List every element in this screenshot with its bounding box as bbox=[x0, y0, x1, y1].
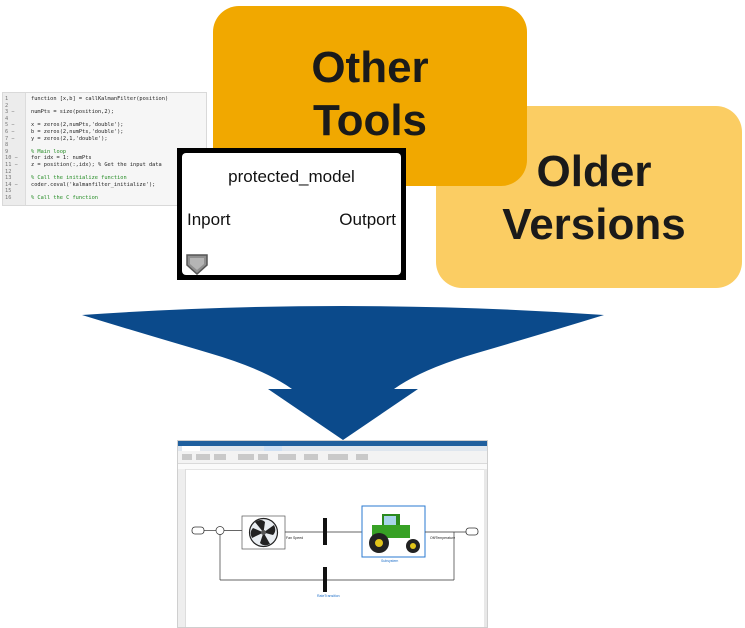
subsystem-label: Subsystem bbox=[381, 559, 399, 563]
ribbon-toolbar bbox=[178, 451, 487, 464]
protected-model-title: protected_model bbox=[228, 167, 355, 186]
other-tools-line2: Tools bbox=[312, 95, 428, 145]
code-line: 12 bbox=[3, 168, 206, 176]
line-number: 2 bbox=[5, 102, 9, 109]
code-editor-screenshot: 1 function [x,b] = callKalmanFilter(posit… bbox=[2, 92, 207, 206]
vertical-scrollbar[interactable] bbox=[484, 469, 487, 627]
code-line: 9 % Main loop bbox=[3, 148, 206, 156]
ribbon-button[interactable] bbox=[196, 454, 210, 460]
ribbon-button[interactable] bbox=[278, 454, 296, 460]
code-text[interactable]: y = zeros(2,1,'double'); bbox=[31, 135, 108, 142]
model-inport[interactable] bbox=[191, 526, 205, 535]
sum-block[interactable] bbox=[215, 526, 225, 535]
model-outport[interactable] bbox=[465, 527, 479, 536]
rate-transition-label: RateTransition bbox=[317, 594, 340, 598]
code-text[interactable]: coder.ceval('kalmanfilter_initialize'); bbox=[31, 181, 156, 188]
line-number: 15 bbox=[5, 188, 12, 195]
code-text[interactable]: function [x,b] = callKalmanFilter(positi… bbox=[31, 96, 169, 102]
left-palette bbox=[178, 469, 186, 627]
address-bar[interactable] bbox=[178, 464, 487, 470]
inport-label: Inport bbox=[187, 210, 231, 229]
line-number: 12 bbox=[5, 168, 12, 175]
code-text[interactable]: z = position(:,idx); % Get the input dat… bbox=[31, 162, 162, 168]
ribbon-button[interactable] bbox=[328, 454, 348, 460]
tab-simulation[interactable] bbox=[182, 446, 200, 451]
rate-transition-block-2[interactable] bbox=[323, 567, 327, 592]
ribbon-button[interactable] bbox=[304, 454, 318, 460]
code-line: 7 − y = zeros(2,1,'double'); bbox=[3, 135, 206, 143]
line-number: 7 − bbox=[5, 135, 15, 142]
line-number: 1 bbox=[5, 96, 9, 102]
line-number: 4 bbox=[5, 115, 9, 122]
line-number: 14 − bbox=[5, 181, 18, 188]
code-line: 10 − for idx = 1: numPts bbox=[3, 154, 206, 162]
line-number: 11 − bbox=[5, 162, 18, 168]
line-number: 16 bbox=[5, 195, 12, 201]
ribbon-button[interactable] bbox=[182, 454, 192, 460]
line-number: 8 bbox=[5, 142, 9, 149]
ribbon-button[interactable] bbox=[214, 454, 226, 460]
code-line: 15 bbox=[3, 187, 206, 195]
code-text[interactable]: x = zeros(2,numPts,'double'); bbox=[31, 122, 124, 129]
code-text[interactable]: for idx = 1: numPts bbox=[31, 155, 92, 162]
tab-active[interactable] bbox=[264, 446, 282, 451]
code-line: 16 % Call the C function bbox=[3, 194, 206, 202]
code-line: 4 bbox=[3, 115, 206, 123]
code-text[interactable]: % Call the C function bbox=[31, 195, 98, 201]
ribbon-tabs bbox=[178, 446, 487, 451]
line-number-gutter bbox=[3, 93, 26, 205]
older-versions-label: Older Versions bbox=[446, 146, 742, 252]
shield-icon bbox=[186, 254, 208, 275]
code-text[interactable]: b = zeros(2,numPts,'double'); bbox=[31, 129, 124, 135]
line-number: 10 − bbox=[5, 155, 18, 162]
code-line: 8 bbox=[3, 141, 206, 149]
ribbon-button[interactable] bbox=[238, 454, 254, 460]
code-line: 13 % Call the initialize function bbox=[3, 174, 206, 182]
outport-label: Outport bbox=[339, 210, 396, 229]
code-line: 11 − z = position(:,idx); % Get the inpu… bbox=[3, 161, 206, 169]
code-text[interactable]: % Call the initialize function bbox=[31, 175, 127, 182]
ribbon-button[interactable] bbox=[258, 454, 268, 460]
code-text[interactable]: numPts = size(position,2); bbox=[31, 109, 114, 116]
fan-speed-label: Fan Speed bbox=[286, 536, 304, 540]
line-number: 6 − bbox=[5, 129, 15, 135]
ribbon-button[interactable] bbox=[356, 454, 368, 460]
line-number: 13 bbox=[5, 175, 12, 182]
other-tools-line1: Other bbox=[311, 43, 429, 92]
code-line: 6 − b = zeros(2,numPts,'double'); bbox=[3, 128, 206, 136]
protected-model-body: protected_model Inport Outport bbox=[182, 153, 401, 275]
code-line: 2 bbox=[3, 102, 206, 110]
output-label: Off/Temperature bbox=[430, 536, 456, 540]
code-line: 1 function [x,b] = callKalmanFilter(posit… bbox=[3, 95, 206, 103]
merge-arrow bbox=[82, 306, 604, 440]
other-tools-label: Other Tools bbox=[213, 42, 527, 148]
older-versions-line2: Versions bbox=[502, 199, 686, 249]
simulink-model-screenshot: Fan Speed Subsystem Off/Temperature Rate… bbox=[177, 440, 488, 628]
line-number: 3 − bbox=[5, 109, 15, 116]
code-text[interactable]: % Main loop bbox=[31, 148, 67, 155]
model-canvas bbox=[191, 505, 479, 592]
code-line: 14 − coder.ceval('kalmanfilter_initializ… bbox=[3, 181, 206, 189]
code-line: 3 − numPts = size(position,2); bbox=[3, 108, 206, 116]
code-line: 5 − x = zeros(2,numPts,'double'); bbox=[3, 121, 206, 129]
protected-model-block: protected_model Inport Outport bbox=[177, 148, 406, 280]
window-titlebar bbox=[178, 441, 487, 446]
line-number: 5 − bbox=[5, 122, 15, 129]
older-versions-line1: Older bbox=[536, 147, 652, 196]
line-number: 9 bbox=[5, 148, 9, 155]
rate-transition-block[interactable] bbox=[323, 518, 327, 545]
